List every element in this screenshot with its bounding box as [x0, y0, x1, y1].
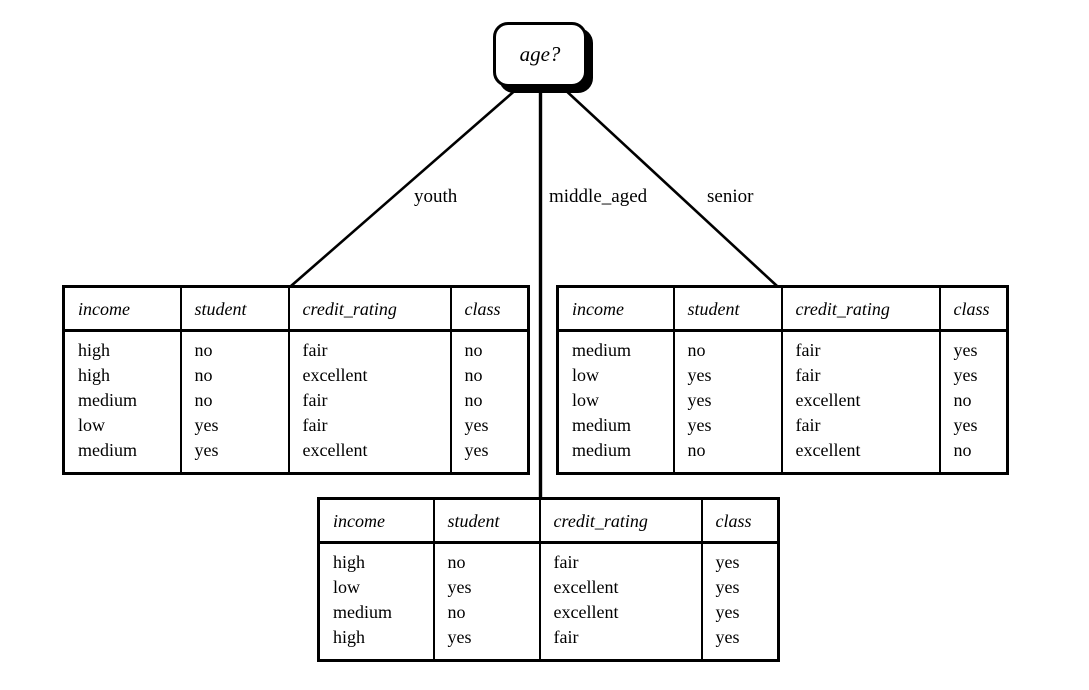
table-cell: low	[572, 390, 599, 410]
middle-aged-partition-table: income student credit_rating class high …	[317, 497, 780, 662]
table-cell: medium	[572, 415, 631, 435]
table-cell: low	[333, 577, 360, 597]
table-header-row: income student credit_rating class	[557, 286, 1008, 332]
table-cell: excellent	[538, 600, 702, 625]
table-cell: fair	[780, 363, 940, 388]
column-header: class	[449, 286, 529, 332]
table-cell: fair	[287, 413, 451, 438]
table-cell: excellent	[780, 388, 940, 413]
table-cell: yes	[672, 413, 782, 438]
table-cell: yes	[449, 438, 529, 474]
table-cell: no	[938, 438, 1008, 474]
root-node-label: age?	[519, 42, 561, 66]
branch-label-senior: senior	[707, 186, 754, 207]
table-row: low yes excellent no	[558, 388, 1008, 413]
table-header-row: income student credit_rating class	[318, 498, 779, 544]
table-cell: fair	[287, 388, 451, 413]
table-cell: excellent	[538, 575, 702, 600]
table-cell: high	[333, 627, 366, 647]
edge-senior	[561, 86, 778, 287]
table-row: high no fair yes	[319, 542, 779, 575]
table-cell: yes	[672, 363, 782, 388]
column-header: income	[318, 498, 434, 544]
table-cell: fair	[780, 413, 940, 438]
table-cell: yes	[179, 413, 289, 438]
table-row: high no excellent no	[64, 363, 529, 388]
youth-partition-table: income student credit_rating class high …	[62, 285, 530, 475]
table-cell: yes	[700, 600, 779, 625]
table-cell: yes	[449, 413, 529, 438]
table-cell: no	[432, 542, 540, 575]
table-row: medium no excellent no	[558, 438, 1008, 474]
table-cell: low	[78, 415, 105, 435]
table-cell: yes	[938, 413, 1008, 438]
column-header: credit_rating	[287, 286, 451, 332]
table-cell: excellent	[287, 363, 451, 388]
column-header: student	[179, 286, 289, 332]
table-cell: fair	[780, 330, 940, 363]
table-cell: excellent	[780, 438, 940, 474]
column-header: class	[700, 498, 779, 544]
table-cell: no	[449, 388, 529, 413]
table-cell: no	[432, 600, 540, 625]
senior-partition-table: income student credit_rating class mediu…	[556, 285, 1009, 475]
table-cell: yes	[432, 625, 540, 661]
table-row: medium yes fair yes	[558, 413, 1008, 438]
table-cell: no	[179, 330, 289, 363]
table-cell: medium	[333, 602, 392, 622]
table-cell: no	[449, 330, 529, 363]
table-cell: high	[78, 340, 111, 360]
table-cell: yes	[700, 542, 779, 575]
table-cell: high	[78, 365, 111, 385]
table-cell: yes	[700, 625, 779, 661]
root-node-age: age?	[493, 22, 587, 87]
table-row: medium no excellent yes	[319, 600, 779, 625]
table-row: high no fair no	[64, 330, 529, 363]
table-header-row: income student credit_rating class	[63, 286, 529, 332]
branch-label-youth: youth	[414, 186, 458, 207]
table-row: medium yes excellent yes	[64, 438, 529, 474]
table-cell: yes	[938, 363, 1008, 388]
table-row: medium no fair no	[64, 388, 529, 413]
table-cell: high	[333, 552, 366, 572]
table-cell: no	[672, 438, 782, 474]
table-cell: medium	[572, 440, 631, 460]
table-cell: yes	[432, 575, 540, 600]
table-cell: medium	[78, 440, 137, 460]
table-row: high yes fair yes	[319, 625, 779, 661]
table-cell: excellent	[287, 438, 451, 474]
table-cell: no	[179, 388, 289, 413]
table-cell: yes	[938, 330, 1008, 363]
table-row: low yes fair yes	[558, 363, 1008, 388]
table-cell: no	[938, 388, 1008, 413]
table-cell: medium	[78, 390, 137, 410]
table-cell: fair	[287, 330, 451, 363]
column-header: student	[672, 286, 782, 332]
table-cell: yes	[700, 575, 779, 600]
column-header: credit_rating	[780, 286, 940, 332]
table-cell: fair	[538, 542, 702, 575]
table-cell: yes	[179, 438, 289, 474]
column-header: class	[938, 286, 1008, 332]
edge-youth	[290, 86, 520, 287]
table-cell: medium	[572, 340, 631, 360]
column-header: student	[432, 498, 540, 544]
table-cell: yes	[672, 388, 782, 413]
table-cell: low	[572, 365, 599, 385]
table-row: low yes fair yes	[64, 413, 529, 438]
table-cell: no	[672, 330, 782, 363]
table-cell: no	[179, 363, 289, 388]
table-cell: no	[449, 363, 529, 388]
column-header: credit_rating	[538, 498, 702, 544]
branch-label-middle-aged: middle_aged	[549, 186, 648, 207]
column-header: income	[557, 286, 674, 332]
column-header: income	[63, 286, 181, 332]
table-cell: fair	[538, 625, 702, 661]
table-row: medium no fair yes	[558, 330, 1008, 363]
table-row: low yes excellent yes	[319, 575, 779, 600]
